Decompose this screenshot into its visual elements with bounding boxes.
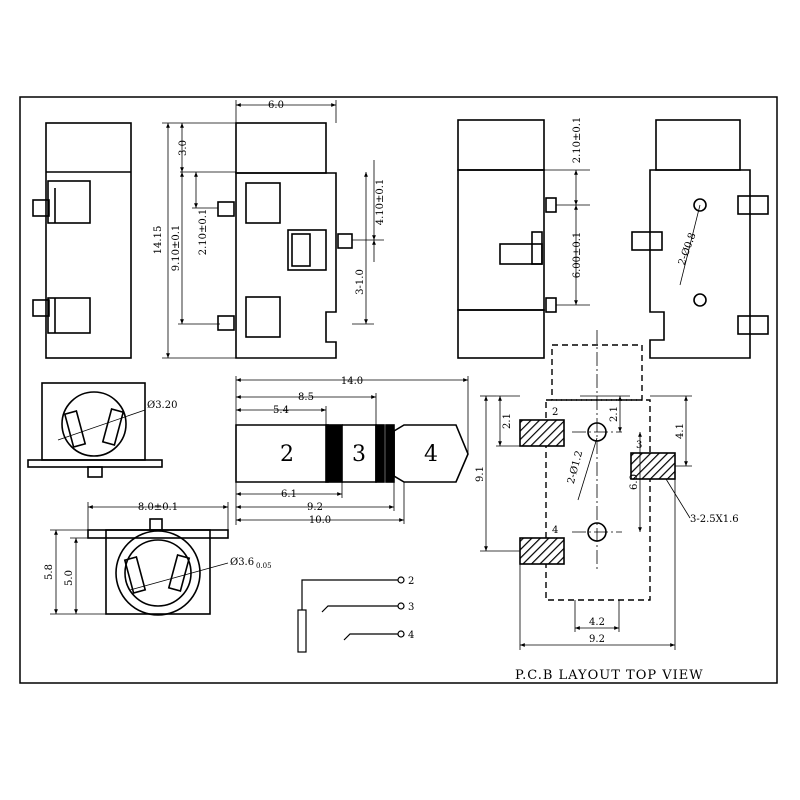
pcb-dim-2-1-mid: 2.1 xyxy=(609,406,620,422)
pcb-dim-hole: 2-Ø1.2 xyxy=(566,450,585,486)
pcb-hole-top xyxy=(587,422,607,442)
schematic-pin-3: 3 xyxy=(408,602,414,613)
plug-segment-4: 4 xyxy=(424,442,438,467)
plug-dimension-lines xyxy=(235,376,469,525)
pcb-dimension-lines xyxy=(480,395,692,650)
right-side-view xyxy=(631,119,769,359)
front-bottom-dimension-lines xyxy=(50,502,229,615)
dim-left-top: 2.10±0.1 xyxy=(198,209,209,256)
side-view xyxy=(217,122,353,359)
pcb-pad-label-3: 3 xyxy=(636,440,642,451)
schematic-pin-2: 2 xyxy=(408,576,414,587)
pcb-dim-pad: 3-2.5X1.6 xyxy=(690,514,739,525)
plug-segment-3: 3 xyxy=(352,442,366,467)
dim-right-span: 3-1.0 xyxy=(355,269,366,295)
front-top-diameter: Ø3.20 xyxy=(147,400,177,411)
rear-view-dimension-lines xyxy=(544,169,590,306)
pcb-dim-6-0: 6.0 xyxy=(629,474,640,490)
pcb-pad-label-4: 4 xyxy=(552,525,558,536)
dim-top-3-0: 3.0 xyxy=(178,140,189,156)
pcb-dim-9-2: 9.2 xyxy=(589,634,605,645)
plug-dim-5-4: 5.4 xyxy=(273,405,289,416)
plug-dim-9-2: 9.2 xyxy=(307,502,323,513)
pcb-dim-9-1: 9.1 xyxy=(475,466,486,482)
front-view-top xyxy=(27,382,163,478)
rear-view xyxy=(457,119,557,359)
dim-right-small: 4.10±0.1 xyxy=(375,179,386,226)
pcb-pad-2 xyxy=(519,419,565,447)
rear-dim-top: 2.10±0.1 xyxy=(572,117,583,164)
plug-dim-10-0: 10.0 xyxy=(309,515,331,526)
left-side-view xyxy=(32,122,132,359)
pcb-layout-title: P.C.B LAYOUT TOP VIEW xyxy=(515,668,704,683)
hole-leader xyxy=(679,204,701,286)
side-view-dimension-lines xyxy=(162,100,384,359)
dim-width-6-0: 6.0 xyxy=(268,100,284,111)
plug-dim-8-5: 8.5 xyxy=(298,392,314,403)
plug-dim-6-1: 6.1 xyxy=(281,489,297,500)
dim-height-14-15: 14.15 xyxy=(153,226,164,255)
pcb-hole-bottom xyxy=(587,522,607,542)
schematic xyxy=(297,576,405,653)
pcb-centerlines xyxy=(572,330,622,570)
front-bottom-diameter-tol: 0.05 xyxy=(256,562,272,570)
pcb-dim-2-1-left: 2.1 xyxy=(502,413,513,429)
pcb-pad-label-2: 2 xyxy=(552,407,558,418)
front-bottom-width: 8.0±0.1 xyxy=(138,502,178,513)
right-dim-hole: 2-Ø0.8 xyxy=(677,231,699,267)
front-top-leader xyxy=(57,409,146,441)
pcb-dim-4-1: 4.1 xyxy=(675,423,686,439)
front-view-bottom xyxy=(87,518,229,616)
rear-dim-span: 6.00±0.1 xyxy=(572,232,583,279)
drawing-frame xyxy=(19,96,778,684)
schematic-pin-4: 4 xyxy=(408,630,414,641)
pcb-pad-4 xyxy=(519,537,565,565)
pcb-dim-4-2: 4.2 xyxy=(589,617,605,628)
plug-view xyxy=(235,424,469,483)
dim-left-span: 9.10±0.1 xyxy=(171,225,182,272)
front-bottom-height-inner: 5.0 xyxy=(64,570,75,586)
front-bottom-height-outer: 5.8 xyxy=(44,564,55,580)
plug-dim-total: 14.0 xyxy=(341,376,363,387)
front-bottom-diameter: Ø3.6 xyxy=(230,557,254,568)
plug-segment-2: 2 xyxy=(280,442,294,467)
